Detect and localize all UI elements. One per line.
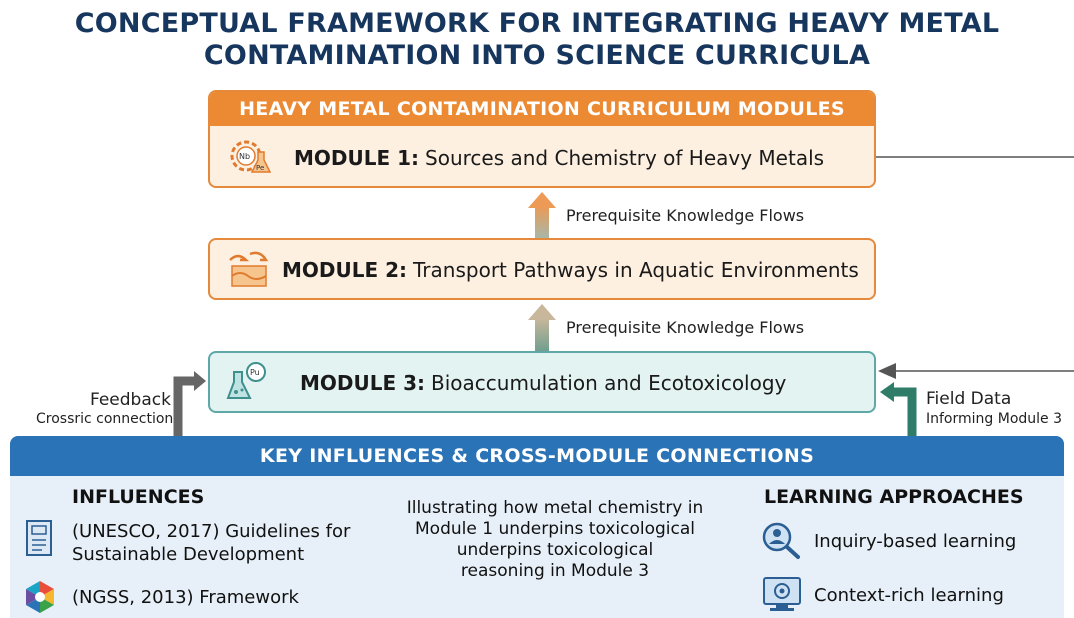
cross-module-note-line-3: underpins toxicological — [456, 540, 654, 560]
influence-item-2: (NGSS, 2013) Framework — [72, 587, 299, 608]
diagram-title: CONCEPTUAL FRAMEWORK FOR INTEGRATING HEA… — [0, 8, 1074, 72]
monitor-cycle-icon — [763, 577, 801, 611]
document-icon — [26, 520, 52, 556]
field-data-label: Field Data — [926, 389, 1012, 409]
module-2-title: MODULE 2: Transport Pathways in Aquatic … — [282, 257, 859, 283]
module-3-box — [208, 351, 876, 413]
cross-module-note: Illustrating how metal chemistry in Modu… — [390, 498, 720, 582]
module-2-name: Transport Pathways in Aquatic Environmen… — [413, 258, 859, 282]
module-2-label: MODULE 2: — [282, 258, 408, 282]
module-1-title: MODULE 1: Sources and Chemistry of Heavy… — [294, 145, 824, 171]
field-data-arrow — [880, 382, 917, 438]
ngss-logo-icon — [26, 581, 54, 613]
key-influences-panel: KEY INFLUENCES & CROSS-MODULE CONNECTION… — [10, 436, 1064, 618]
module-3-title: MODULE 3: Bioaccumulation and Ecotoxicol… — [300, 370, 786, 396]
module-1-label: MODULE 1: — [294, 146, 420, 170]
flow-arrow-2 — [528, 304, 556, 352]
module-3-name: Bioaccumulation and Ecotoxicology — [431, 371, 787, 395]
flow-label-2: Prerequisite Knowledge Flows — [566, 318, 805, 337]
modules-panel: HEAVY METAL CONTAMINATION CURRICULUM MOD… — [208, 90, 876, 188]
title-line-1: CONCEPTUAL FRAMEWORK FOR INTEGRATING HEA… — [74, 8, 1000, 39]
influence-item-1-line-2: Sustainable Development — [72, 544, 305, 565]
influences-heading: INFLUENCES — [72, 486, 205, 508]
gear-icon-text-1: Nb — [239, 152, 250, 161]
field-data-sublabel: Informing Module 3 — [926, 411, 1063, 427]
water-flow-icon — [229, 251, 269, 287]
module3-entry-arrowhead — [878, 363, 896, 379]
approach-item-2: Context-rich learning — [814, 585, 1004, 606]
feedback-label: Feedback — [90, 390, 171, 410]
cross-module-note-line-4: reasoning in Module 3 — [460, 561, 650, 581]
title-line-2: CONTAMINATION INTO SCIENCE CURRICULA — [203, 40, 871, 71]
key-influences-header: KEY INFLUENCES & CROSS-MODULE CONNECTION… — [10, 436, 1064, 476]
feedback-sublabel: Crossric connection — [36, 411, 174, 427]
flow-arrow-1 — [528, 192, 556, 238]
cross-module-note-line-1: Illustrating how metal chemistry in — [406, 498, 704, 518]
module-3-label: MODULE 3: — [300, 371, 426, 395]
person-search-icon — [762, 522, 800, 559]
flask-icon-text: Pe — [256, 164, 264, 172]
flow-label-1: Prerequisite Knowledge Flows — [566, 206, 805, 225]
module-1-name: Sources and Chemistry of Heavy Metals — [425, 146, 825, 170]
gear-flask-icon: Nb Pe — [230, 140, 272, 173]
module-2-box — [208, 238, 876, 300]
influence-item-1: (UNESCO, 2017) Guidelines for Sustainabl… — [72, 520, 382, 566]
approach-item-1: Inquiry-based learning — [814, 531, 1017, 552]
approaches-heading: LEARNING APPROACHES — [764, 486, 1024, 508]
modules-panel-header: HEAVY METAL CONTAMINATION CURRICULUM MOD… — [210, 92, 874, 126]
cross-module-note-line-2: Module 1 underpins toxicological — [415, 519, 695, 539]
influence-item-1-line-1: (UNESCO, 2017) Guidelines for — [72, 521, 351, 542]
flask-magnifier-icon: Pu — [226, 362, 266, 399]
feedback-arrow — [173, 371, 206, 438]
magnifier-icon-text: Pu — [250, 368, 260, 377]
